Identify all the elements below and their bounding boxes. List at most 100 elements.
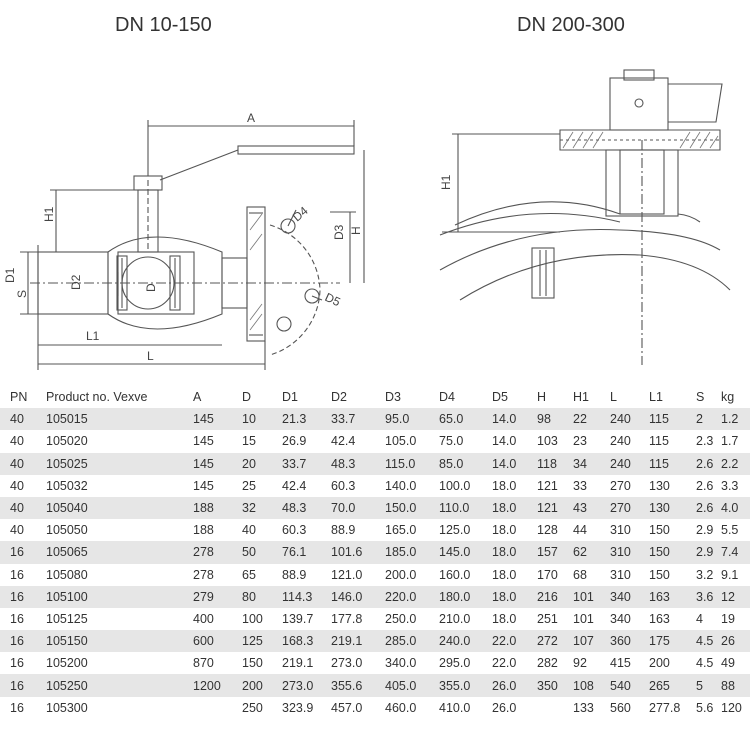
table-cell: 180.0	[439, 589, 471, 604]
table-cell: 3.2	[696, 567, 714, 582]
table-cell: 240	[610, 456, 631, 471]
table-cell: 105050	[46, 523, 88, 538]
table-cell: 14.0	[492, 434, 517, 449]
table-cell: 163	[649, 589, 670, 604]
table-cell: 125.0	[439, 523, 471, 538]
table-cell: 355.0	[439, 678, 471, 693]
table-cell: 2.6	[696, 478, 714, 493]
table-cell: 98	[537, 412, 551, 427]
label-s: S	[15, 290, 29, 298]
table-cell: 18.0	[492, 567, 517, 582]
table-cell: 33	[573, 478, 587, 493]
table-cell: 150	[649, 523, 670, 538]
table-cell: 150	[649, 545, 670, 560]
table-cell: 600	[193, 634, 214, 649]
table-cell: 16	[10, 656, 24, 671]
table-cell: 32	[242, 501, 256, 516]
table-cell: 150	[649, 567, 670, 582]
table-cell: 250.0	[385, 611, 417, 626]
table-cell: 133	[573, 700, 594, 715]
table-cell: 25	[242, 478, 256, 493]
table-cell: 100.0	[439, 478, 471, 493]
table-cell: 188	[193, 523, 214, 538]
table-cell: 105100	[46, 589, 88, 604]
table-cell: 250	[242, 700, 263, 715]
table-cell: 92	[573, 656, 587, 671]
table-cell: 105032	[46, 478, 88, 493]
table-cell: 2	[696, 412, 703, 427]
table-cell: 120	[721, 700, 742, 715]
table-cell: 125	[242, 634, 263, 649]
table-cell: 40	[242, 523, 256, 538]
table-cell: 1200	[193, 678, 221, 693]
table-cell: 50	[242, 545, 256, 560]
table-cell: 340	[610, 611, 631, 626]
table-cell	[533, 697, 569, 719]
table-cell: 9.1	[721, 567, 739, 582]
table-cell: 42.4	[331, 434, 356, 449]
table-cell: 75.0	[439, 434, 464, 449]
table-cell: 103	[537, 434, 558, 449]
specification-table-wrap: PN Product no. Vexve A D D1 D2 D3 D4 D5 …	[0, 386, 750, 719]
table-cell: 88.9	[282, 567, 307, 582]
table-cell: 145	[193, 434, 214, 449]
table-cell: 150.0	[385, 501, 417, 516]
table-cell: 323.9	[282, 700, 314, 715]
table-cell: 4.0	[721, 501, 739, 516]
table-cell: 295.0	[439, 656, 471, 671]
table-cell: 2.6	[696, 456, 714, 471]
table-cell: 240	[610, 412, 631, 427]
column-header: D2	[331, 390, 347, 405]
column-header: D4	[439, 390, 455, 405]
table-cell: 282	[537, 656, 558, 671]
table-cell: 279	[193, 589, 214, 604]
table-cell: 42.4	[282, 478, 307, 493]
table-cell: 175	[649, 634, 670, 649]
table-cell: 240.0	[439, 634, 471, 649]
table-cell: 20	[242, 456, 256, 471]
table-cell: 140.0	[385, 478, 417, 493]
table-cell: 118	[537, 456, 557, 471]
drawing-title-dn10-150: DN 10-150	[115, 14, 212, 36]
label-h1: H1	[42, 206, 56, 222]
table-cell: 12	[721, 589, 735, 604]
table-cell: 110.0	[439, 501, 470, 516]
table-cell: 105025	[46, 456, 88, 471]
valve-drawing-right	[439, 69, 731, 365]
table-cell: 4.5	[696, 656, 714, 671]
table-cell: 457.0	[331, 700, 363, 715]
table-cell: 415	[610, 656, 631, 671]
table-cell: 163	[649, 611, 670, 626]
specification-table: PN Product no. Vexve A D D1 D2 D3 D4 D5 …	[0, 386, 750, 719]
table-cell: 101	[573, 589, 594, 604]
column-header: PN	[10, 390, 28, 405]
table-cell: 26.0	[492, 700, 517, 715]
table-cell: 95.0	[385, 412, 410, 427]
table-cell: 200	[649, 656, 670, 671]
table-cell: 19	[721, 611, 735, 626]
valve-drawing-left	[20, 120, 365, 370]
table-cell: 360	[610, 634, 631, 649]
table-cell: 33.7	[282, 456, 307, 471]
table-cell: 146.0	[331, 589, 363, 604]
table-cell: 870	[193, 656, 214, 671]
table-cell: 105065	[46, 545, 88, 560]
table-cell: 278	[193, 567, 214, 582]
column-header: D	[242, 390, 252, 405]
table-cell: 219.1	[282, 656, 314, 671]
table-cell: 7.4	[721, 545, 739, 560]
label-d3: D3	[332, 224, 346, 240]
table-cell: 23	[573, 434, 587, 449]
table-cell: 21.3	[282, 412, 307, 427]
table-cell: 115	[649, 456, 669, 471]
table-cell: 272	[537, 634, 558, 649]
table-cell: 145	[193, 456, 214, 471]
table-cell: 34	[573, 456, 587, 471]
table-cell: 219.1	[331, 634, 363, 649]
